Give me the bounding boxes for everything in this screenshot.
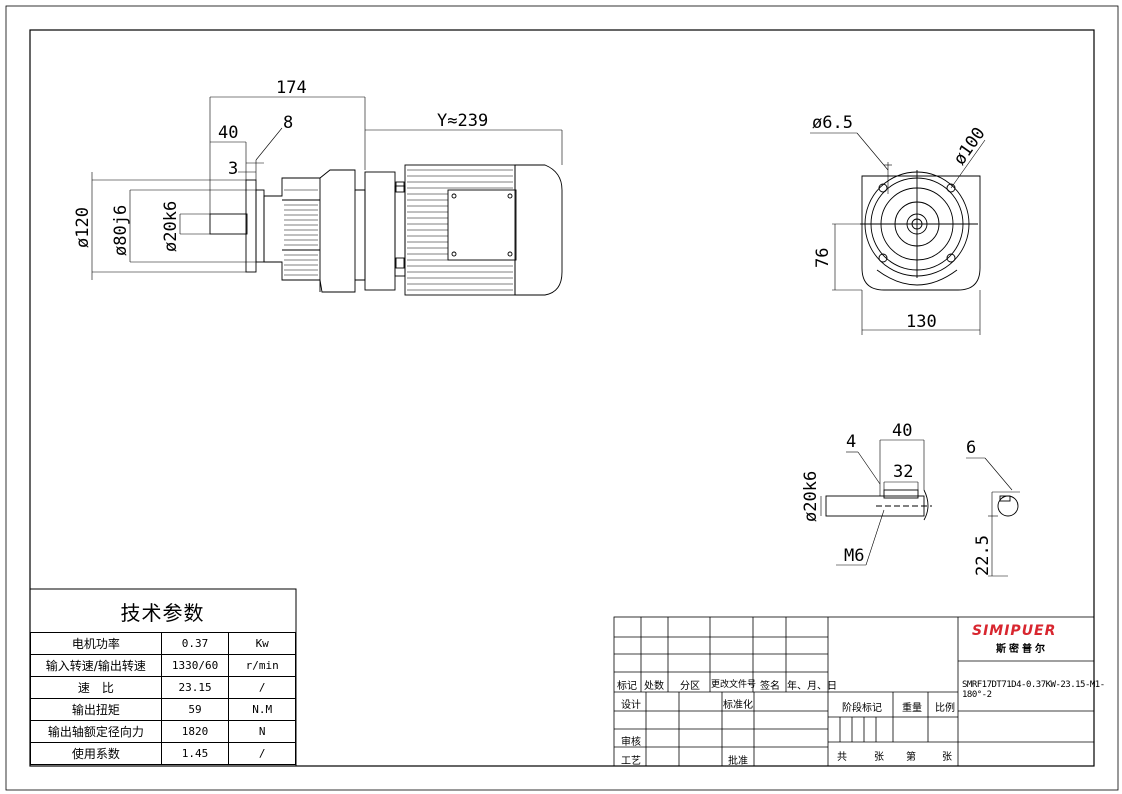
param-unit: N.M — [228, 698, 296, 721]
tb-sheets: 张 — [874, 752, 884, 763]
tb-standardize: 标准化 — [723, 700, 753, 711]
tb-header-change-doc: 更改文件号 — [711, 680, 757, 690]
param-unit: / — [228, 742, 296, 765]
param-unit: / — [228, 676, 296, 699]
tb-design: 设计 — [621, 700, 641, 711]
brand-name-cn: 斯密普尔 — [996, 644, 1048, 655]
front-view-dimensions — [810, 132, 986, 335]
tb-header-zone: 分区 — [680, 681, 700, 692]
shaft-dim-phi20k6: ø20k6 — [801, 471, 821, 522]
table-row: 速 比 23.15 / — [30, 676, 296, 699]
shaft-dim-40: 40 — [892, 421, 912, 441]
brand-logo: SIMIPUER — [972, 623, 1057, 639]
table-row: 输出扭矩 59 N.M — [30, 698, 296, 721]
param-name: 电机功率 — [30, 632, 162, 655]
tb-header-count: 处数 — [644, 681, 664, 692]
param-value: 0.37 — [160, 632, 230, 655]
table-row: 输出轴额定径向力 1820 N — [30, 720, 296, 743]
param-unit: r/min — [228, 654, 296, 677]
param-value: 59 — [160, 698, 230, 721]
front-view — [860, 170, 981, 291]
dim-8: 8 — [283, 113, 293, 133]
dim-174: 174 — [276, 78, 307, 98]
tech-params-title: 技术参数 — [120, 600, 205, 625]
param-value: 1330/60 — [160, 654, 230, 677]
tb-approve: 批准 — [728, 756, 748, 767]
side-view — [209, 164, 563, 296]
model-number: SMRF17DT71D4-0.37KW-23.15-M1-180°-2 — [962, 680, 1105, 700]
keyway-dimensions — [966, 457, 1020, 577]
key-dim-22-5: 22.5 — [973, 535, 993, 576]
tb-stage-mark: 阶段标记 — [842, 703, 882, 714]
shaft-detail-dimensions — [820, 439, 925, 566]
tb-header-date: 年、月、日 — [787, 681, 837, 692]
param-name: 速 比 — [30, 676, 162, 699]
tb-sheet-no: 第 — [906, 752, 916, 763]
dim-40: 40 — [218, 123, 238, 143]
tb-total: 共 — [837, 752, 847, 763]
tb-header-mark: 标记 — [617, 681, 637, 692]
tb-review: 审核 — [621, 737, 641, 748]
param-name: 使用系数 — [30, 742, 162, 765]
param-name: 输出扭矩 — [30, 698, 162, 721]
shaft-detail — [825, 489, 932, 521]
dim-phi6-5: ø6.5 — [812, 113, 853, 133]
dim-130: 130 — [906, 312, 937, 332]
param-unit: Kw — [228, 632, 296, 655]
shaft-dim-m6: M6 — [844, 546, 864, 566]
inner-frame — [29, 29, 1095, 767]
dim-76: 76 — [813, 248, 833, 268]
key-dim-6: 6 — [966, 438, 976, 458]
table-row: 输入转速/输出转速 1330/60 r/min — [30, 654, 296, 677]
tb-header-sign: 签名 — [760, 681, 780, 692]
dim-3: 3 — [228, 159, 238, 179]
tb-sheet-unit: 张 — [942, 752, 952, 763]
title-block-grid — [613, 616, 1095, 767]
tb-scale: 比例 — [935, 703, 955, 714]
dim-phi100: ø100 — [950, 124, 990, 169]
param-name: 输出轴额定径向力 — [30, 720, 162, 743]
dim-phi80j6: ø80j6 — [111, 205, 131, 256]
table-row: 使用系数 1.45 / — [30, 742, 296, 765]
tb-weight: 重量 — [902, 703, 922, 714]
tech-params-table: 电机功率 0.37 Kw 输入转速/输出转速 1330/60 r/min 速 比… — [30, 632, 296, 765]
outer-border — [5, 5, 1119, 791]
param-value: 1.45 — [160, 742, 230, 765]
tb-process: 工艺 — [621, 756, 641, 767]
tech-params-frame — [29, 588, 297, 767]
param-name: 输入转速/输出转速 — [30, 654, 162, 677]
dim-y239: Y≈239 — [437, 111, 488, 131]
dim-phi20k6: ø20k6 — [161, 201, 181, 252]
shaft-dim-32: 32 — [893, 462, 913, 482]
param-unit: N — [228, 720, 296, 743]
param-value: 1820 — [160, 720, 230, 743]
table-row: 电机功率 0.37 Kw — [30, 632, 296, 655]
shaft-dim-4: 4 — [846, 432, 856, 452]
param-value: 23.15 — [160, 676, 230, 699]
keyway-section — [997, 495, 1019, 517]
dim-phi120: ø120 — [73, 207, 93, 248]
side-view-dimensions — [91, 96, 563, 280]
